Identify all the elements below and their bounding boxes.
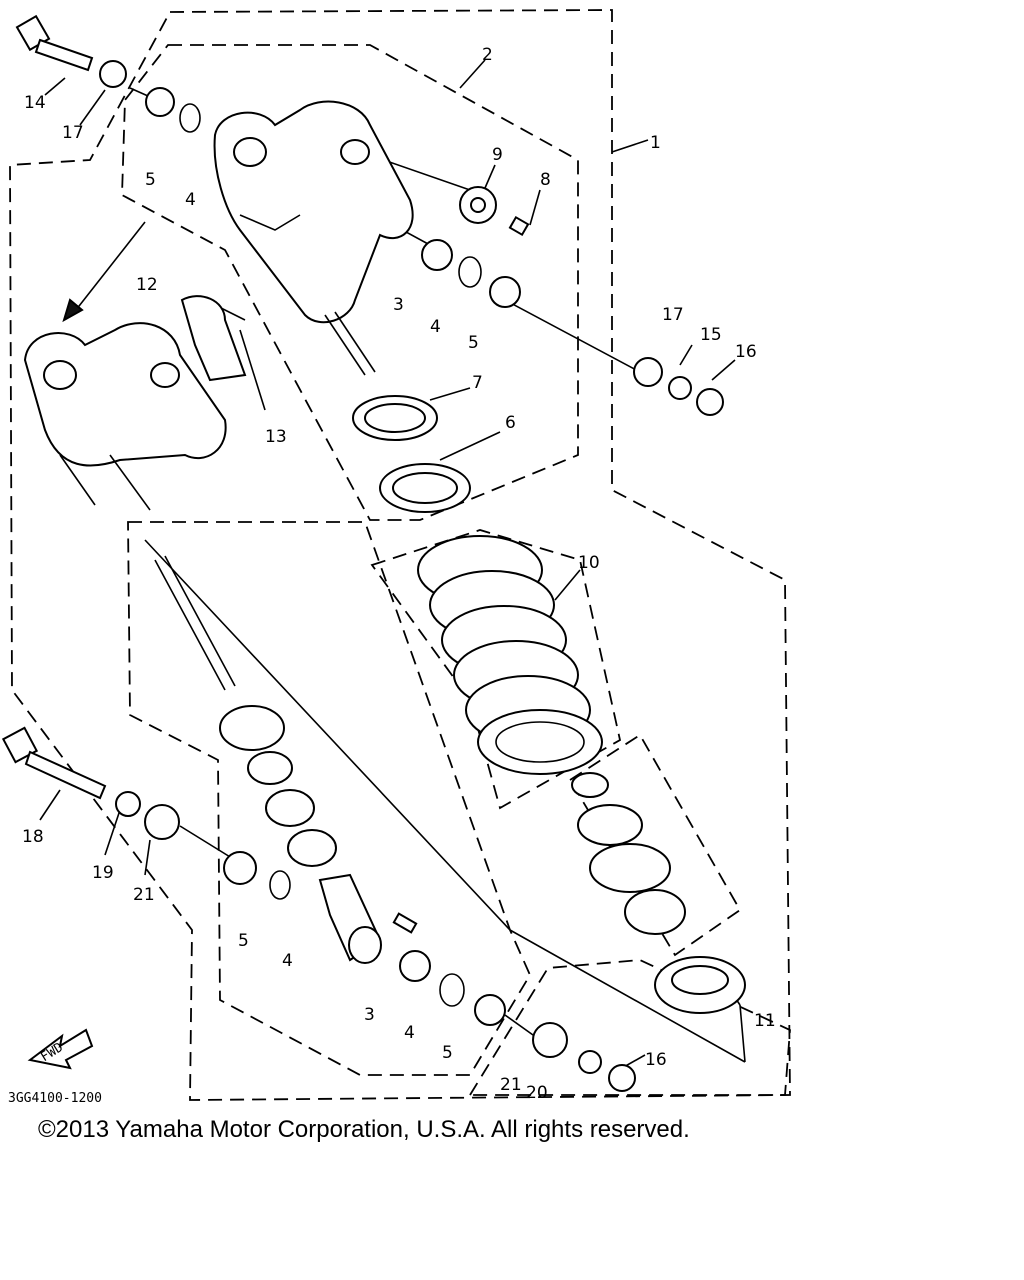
washer-19 xyxy=(115,791,141,817)
callout-16-lower: 16 xyxy=(645,1050,667,1070)
callout-10: 10 xyxy=(578,553,600,573)
callout-21-right: 21 xyxy=(500,1075,522,1095)
bolt-18 xyxy=(1,726,107,800)
damper-rod xyxy=(154,555,236,691)
callout-5-lower-left: 5 xyxy=(238,931,249,951)
callout-14: 14 xyxy=(24,93,46,113)
stopper-11 xyxy=(654,956,746,1014)
rod-bushing xyxy=(287,829,337,867)
bushing-3-lower xyxy=(399,950,431,982)
group-outlines xyxy=(9,9,791,1101)
bolt-14 xyxy=(15,14,94,72)
callout-9: 9 xyxy=(492,145,503,165)
callout-18: 18 xyxy=(22,827,44,847)
callout-21-left: 21 xyxy=(133,885,155,905)
drawing-code: 3GG4100-1200 xyxy=(8,1091,102,1106)
outline-cylinder-2 xyxy=(121,44,579,521)
callout-12: 12 xyxy=(136,275,158,295)
callout-7: 7 xyxy=(472,373,483,393)
bushing-3-top xyxy=(421,239,453,271)
callout-labels: 1 2 3 3 4 4 4 4 5 5 5 5 6 7 8 9 10 11 12… xyxy=(22,45,776,1103)
collar-21-left xyxy=(144,804,180,840)
callout-20: 20 xyxy=(526,1083,548,1103)
collar-17-right xyxy=(633,357,663,387)
circlip-4-lower-right xyxy=(439,973,465,1007)
view-arrow xyxy=(71,221,146,316)
fwd-arrow-icon xyxy=(27,1028,94,1070)
collar-21-right xyxy=(532,1022,568,1058)
callout-16-right: 16 xyxy=(735,342,757,362)
outline-damper-rod xyxy=(127,521,532,1076)
callout-2: 2 xyxy=(482,45,493,65)
parts-artwork xyxy=(1,14,746,1092)
circlip-4-lower-left xyxy=(269,870,291,900)
outline-assembly-1 xyxy=(9,9,791,1101)
adjust-nut-6 xyxy=(379,463,471,513)
adjuster-9 xyxy=(459,186,497,224)
callout-17-right: 17 xyxy=(662,305,684,325)
outline-spring-10 xyxy=(370,529,622,810)
callout-15: 15 xyxy=(700,325,722,345)
screw-8 xyxy=(508,215,530,237)
callout-4-lower-left: 4 xyxy=(282,951,293,971)
callout-1: 1 xyxy=(650,133,661,153)
circlip-4-mid xyxy=(458,256,482,288)
callout-4-mid: 4 xyxy=(430,317,441,337)
callout-19: 19 xyxy=(92,863,114,883)
spring-seat xyxy=(571,772,686,935)
nut-16-lower xyxy=(608,1064,636,1092)
washer-15 xyxy=(668,376,692,400)
circlip-4-top xyxy=(179,103,201,133)
locknut-7 xyxy=(352,395,438,441)
bearing-5-lower-right xyxy=(474,994,506,1026)
callout-17-top: 17 xyxy=(62,123,84,143)
cylinder-2 xyxy=(213,100,414,376)
callout-4-top: 4 xyxy=(185,190,196,210)
callout-6: 6 xyxy=(505,413,516,433)
view-arrowhead xyxy=(62,298,84,323)
rod-bearing xyxy=(265,789,315,827)
callout-11: 11 xyxy=(754,1011,776,1031)
copyright-notice: ©2013 Yamaha Motor Corporation, U.S.A. A… xyxy=(38,1116,690,1143)
callout-4-lower-right: 4 xyxy=(404,1023,415,1043)
callout-3-lower: 3 xyxy=(364,1005,375,1025)
nut-16-right xyxy=(696,388,724,416)
callout-5-mid: 5 xyxy=(468,333,479,353)
callout-13: 13 xyxy=(265,427,287,447)
washer-20 xyxy=(578,1050,602,1074)
bearing-5-lower-left xyxy=(223,851,257,885)
bearing-5-mid xyxy=(489,276,521,308)
rod-seal-cap xyxy=(219,705,285,751)
bearing-5-top xyxy=(145,87,175,117)
callout-3-top: 3 xyxy=(393,295,404,315)
callout-8: 8 xyxy=(540,170,551,190)
callout-5-lower-right: 5 xyxy=(442,1043,453,1063)
spring-10 xyxy=(417,535,603,775)
collar-17-top xyxy=(99,60,127,88)
callout-5-top: 5 xyxy=(145,170,156,190)
rod-guide xyxy=(247,751,293,785)
rod-end xyxy=(318,873,418,964)
alternate-cylinder-view xyxy=(23,295,247,511)
